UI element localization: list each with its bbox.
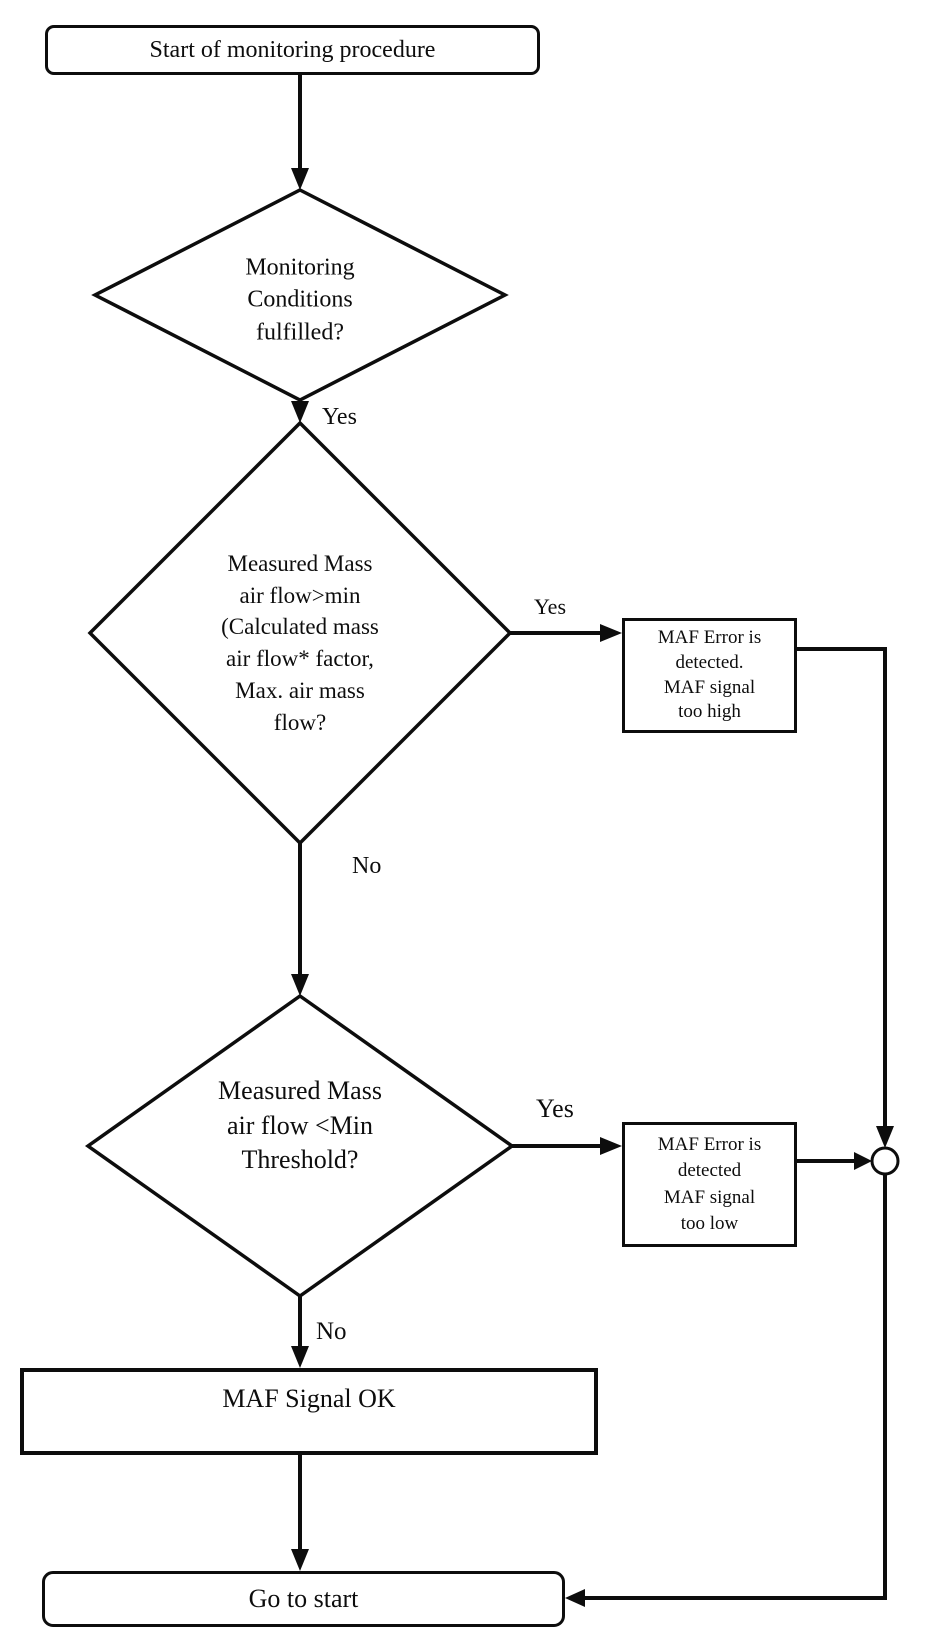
arrowhead-into-error-low — [600, 1137, 622, 1155]
junction-circle — [870, 1146, 900, 1176]
edge-junction-to-goto-start — [583, 1174, 887, 1600]
node-error-low-label: MAF Error is detected MAF signal too low — [657, 1134, 762, 1234]
arrowhead-into-goto-start-top — [291, 1549, 309, 1571]
edge-label-flow-low-yes: Yes — [536, 1094, 574, 1123]
arrowhead-into-maf-ok — [291, 1346, 309, 1368]
arrowhead-into-junction-left — [854, 1152, 872, 1170]
edge-label-monitoring-yes: Yes — [322, 404, 357, 430]
edge-label-flow-high-yes: Yes — [534, 594, 567, 619]
decision-flow-low-label: Measured Mass air flow <Min Threshold? — [218, 1076, 382, 1175]
node-goto-start: Go to start — [42, 1571, 565, 1627]
decision-monitoring-label: Monitoring Conditions fulfilled? — [245, 254, 355, 346]
arrowhead-into-junction-top — [876, 1126, 894, 1148]
node-error-high-label: MAF Error is detected. MAF signal too hi… — [657, 627, 762, 723]
arrowhead-into-decision-flow-low — [291, 974, 309, 996]
node-start-label: Start of monitoring procedure — [149, 36, 436, 63]
decision-flow-low-shape — [84, 993, 516, 1299]
decision-flow-high-shape — [87, 420, 513, 846]
edge-error-high-to-junction — [797, 647, 887, 1130]
arrowhead-into-decision-monitoring — [291, 168, 309, 190]
edge-label-flow-high-no: No — [352, 853, 382, 879]
node-maf-ok: MAF Signal OK — [20, 1368, 598, 1455]
node-error-high: MAF Error is detected. MAF signal too hi… — [622, 618, 797, 733]
edge-label-flow-low-no: No — [316, 1318, 347, 1345]
decision-monitoring-shape — [91, 188, 509, 402]
node-start: Start of monitoring procedure — [45, 25, 540, 75]
node-goto-start-label: Go to start — [248, 1584, 359, 1613]
arrowhead-into-decision-flow-high — [291, 401, 309, 423]
node-error-low: MAF Error is detected MAF signal too low — [622, 1122, 797, 1247]
node-maf-ok-label: MAF Signal OK — [222, 1383, 396, 1413]
arrowhead-into-error-high — [600, 624, 622, 642]
decision-flow-high-label: Measured Mass air flow>min (Calculated m… — [221, 550, 379, 735]
arrowhead-into-goto-start-right — [565, 1589, 585, 1607]
